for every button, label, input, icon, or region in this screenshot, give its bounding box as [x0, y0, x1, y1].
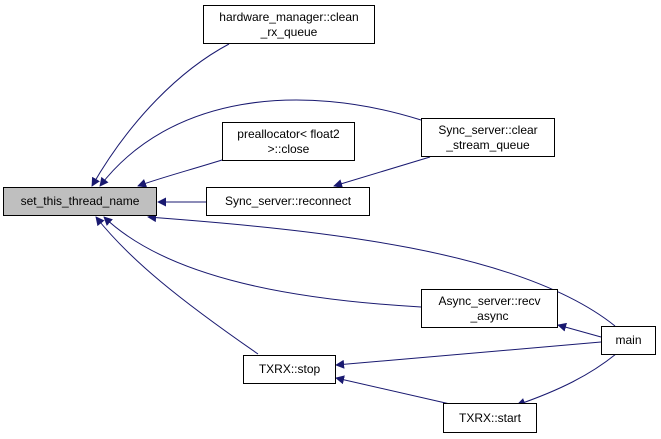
edge-start-to-stop [335, 375, 451, 405]
node-label-line1: Async_server::recv [438, 293, 541, 308]
edge-main-to-recv [557, 322, 602, 338]
node-async-server-recv-async[interactable]: Async_server::recv _async [421, 289, 558, 328]
node-label: main [615, 333, 642, 347]
node-preallocator-close[interactable]: preallocator< float2 >::close [222, 122, 355, 161]
edge-recv-to-root [103, 216, 422, 308]
node-label: Sync_server::reconnect [224, 194, 352, 208]
node-label-line1: preallocator< float2 [237, 126, 340, 141]
node-label-line2: _rx_queue [260, 24, 318, 39]
edge-main-to-start [516, 353, 617, 407]
node-sync-server-reconnect[interactable]: Sync_server::reconnect [206, 187, 370, 216]
node-sync-server-clear-stream-queue[interactable]: Sync_server::clear _stream_queue [421, 118, 555, 157]
node-hardware-manager-clean-rx-queue[interactable]: hardware_manager::clean _rx_queue [203, 5, 375, 44]
node-label: TXRX::start [458, 410, 521, 425]
node-label-line2: _stream_queue [446, 137, 530, 152]
node-label-line2: >::close [267, 141, 310, 156]
node-label-line2: _async [470, 308, 509, 323]
node-main[interactable]: main [601, 326, 656, 355]
node-label-line1: hardware_manager::clean [219, 9, 359, 24]
edge-clear-to-root [99, 99, 422, 187]
node-label: set_this_thread_name [20, 194, 140, 208]
node-set-this-thread-name[interactable]: set_this_thread_name [3, 187, 157, 216]
edge-main-to-root [147, 213, 616, 327]
edge-hw-to-root [91, 43, 230, 187]
edge-stop-to-root [95, 216, 259, 355]
node-txrx-stop[interactable]: TXRX::stop [243, 355, 336, 384]
edge-pre-to-root [137, 159, 223, 188]
edge-main-to-stop [335, 341, 602, 369]
node-label: TXRX::stop [258, 362, 321, 376]
edge-clear-to-reconnect [333, 156, 431, 188]
node-txrx-start[interactable]: TXRX::start [443, 403, 537, 433]
node-label-line1: Sync_server::clear [438, 122, 538, 137]
